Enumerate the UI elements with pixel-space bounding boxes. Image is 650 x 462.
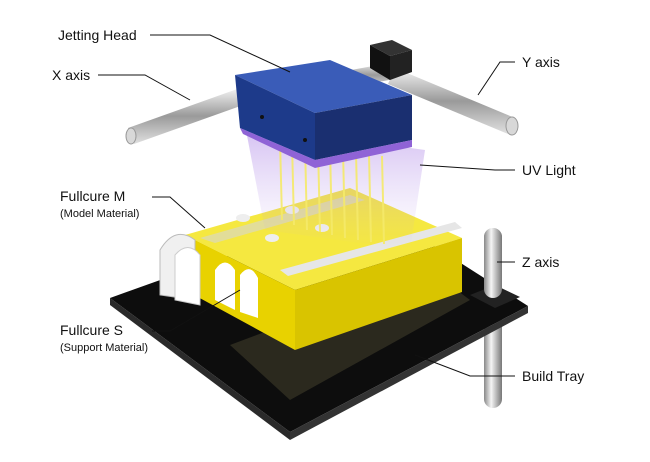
support-material xyxy=(159,233,258,318)
label-fullcure-m: Fullcure M xyxy=(60,188,126,204)
x-axis-rod xyxy=(125,88,246,145)
label-uv-light: UV Light xyxy=(522,162,576,178)
label-jetting-head: Jetting Head xyxy=(58,27,137,43)
label-model-material: (Model Material) xyxy=(60,208,140,220)
y-axis-joint xyxy=(370,40,412,80)
label-z-axis: Z axis xyxy=(522,254,560,270)
leader-lines xyxy=(98,34,515,377)
jetting-head xyxy=(235,60,412,168)
label-x-axis: X axis xyxy=(52,67,91,83)
label-fullcure-s: Fullcure S xyxy=(60,322,124,338)
uv-light-beam xyxy=(245,125,425,250)
label-y-axis: Y axis xyxy=(522,54,560,70)
label-build-tray: Build Tray xyxy=(522,368,585,384)
label-support-material: (Support Material) xyxy=(60,342,149,354)
